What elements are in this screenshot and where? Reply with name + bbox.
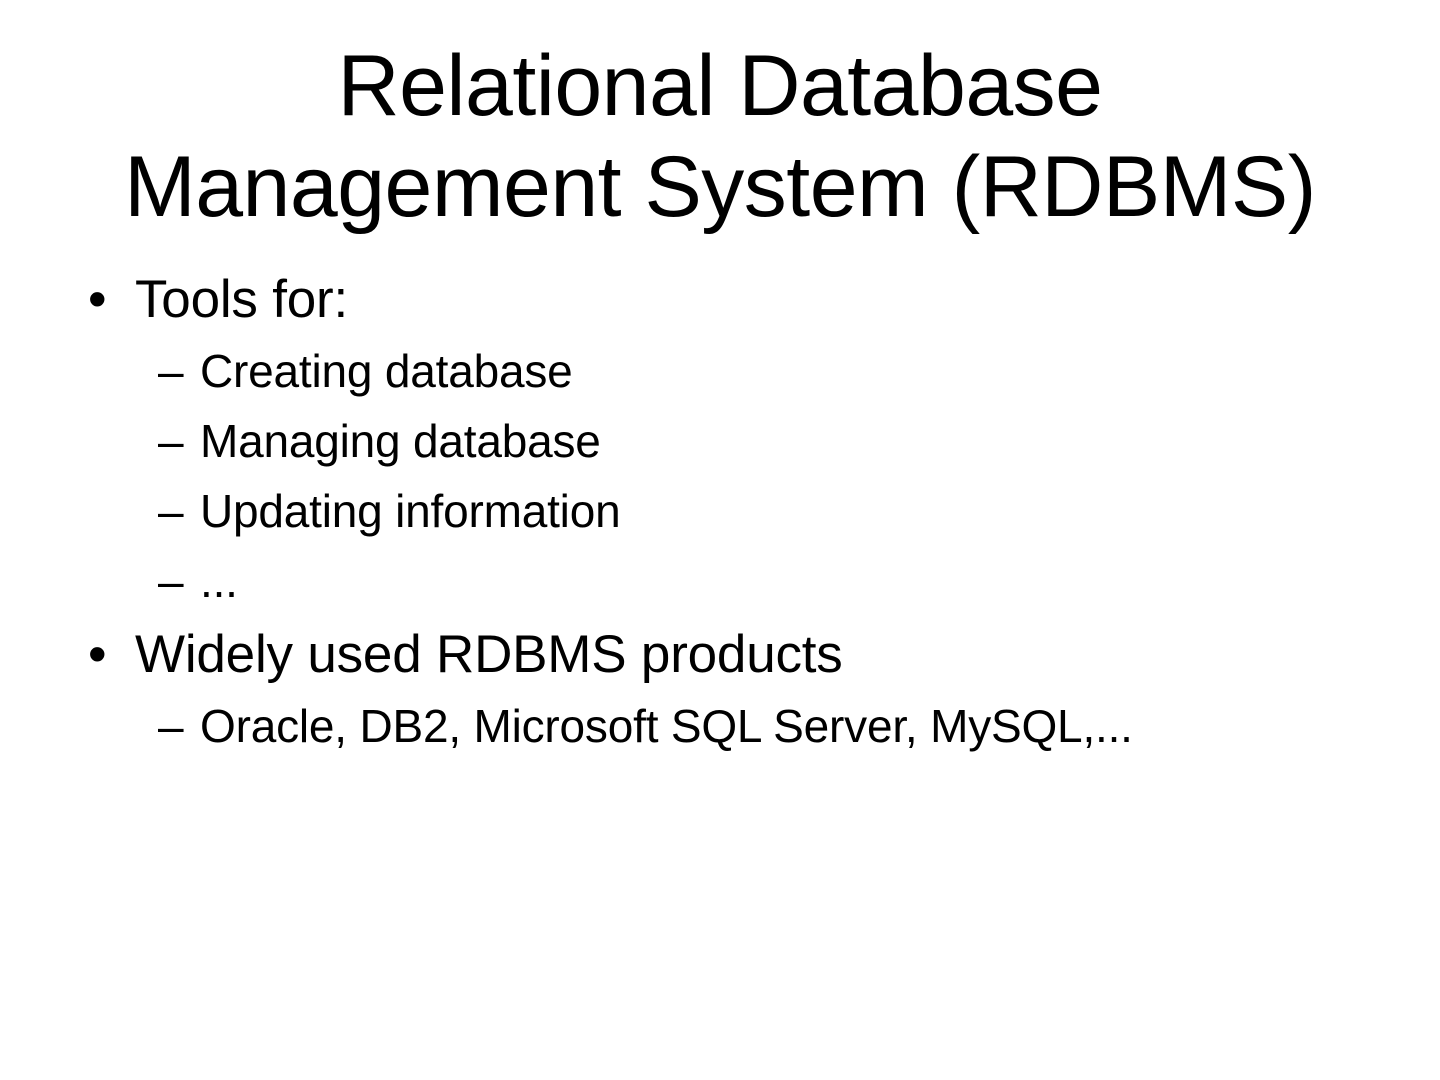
bullet-item-label: Oracle, DB2, Microsoft SQL Server, MySQL… (200, 700, 1133, 753)
bullet-dot-icon: • (88, 270, 107, 329)
slide-body-outline: • Tools for: – Creating database – Manag… (0, 262, 1440, 762)
bullet-dash-icon: – (158, 700, 184, 753)
bullet-item-label: Updating information (200, 485, 621, 538)
bullet-item-level2: – ... (0, 547, 1440, 617)
bullet-dot-icon: • (88, 624, 107, 684)
bullet-dash-icon: – (158, 415, 184, 468)
bullet-item-level1: • Tools for: (0, 262, 1440, 337)
bullet-dash-icon: – (158, 345, 184, 398)
bullet-item-level2: – Oracle, DB2, Microsoft SQL Server, MyS… (0, 692, 1440, 762)
slide-title: Relational Database Management System (R… (124, 38, 1316, 235)
bullet-dash-icon: – (158, 554, 184, 607)
bullet-item-label: Widely used RDBMS products (135, 624, 843, 684)
bullet-item-level1: • Widely used RDBMS products (0, 617, 1440, 692)
bullet-item-label: Tools for: (135, 270, 349, 329)
bullet-item-label: Creating database (200, 345, 573, 398)
bullet-item-level2: – Creating database (0, 337, 1440, 407)
bullet-item-level2: – Managing database (0, 407, 1440, 477)
bullet-item-level2: – Updating information (0, 477, 1440, 547)
bullet-item-label: Managing database (200, 415, 601, 468)
bullet-item-label: ... (200, 554, 238, 607)
bullet-dash-icon: – (158, 485, 184, 538)
